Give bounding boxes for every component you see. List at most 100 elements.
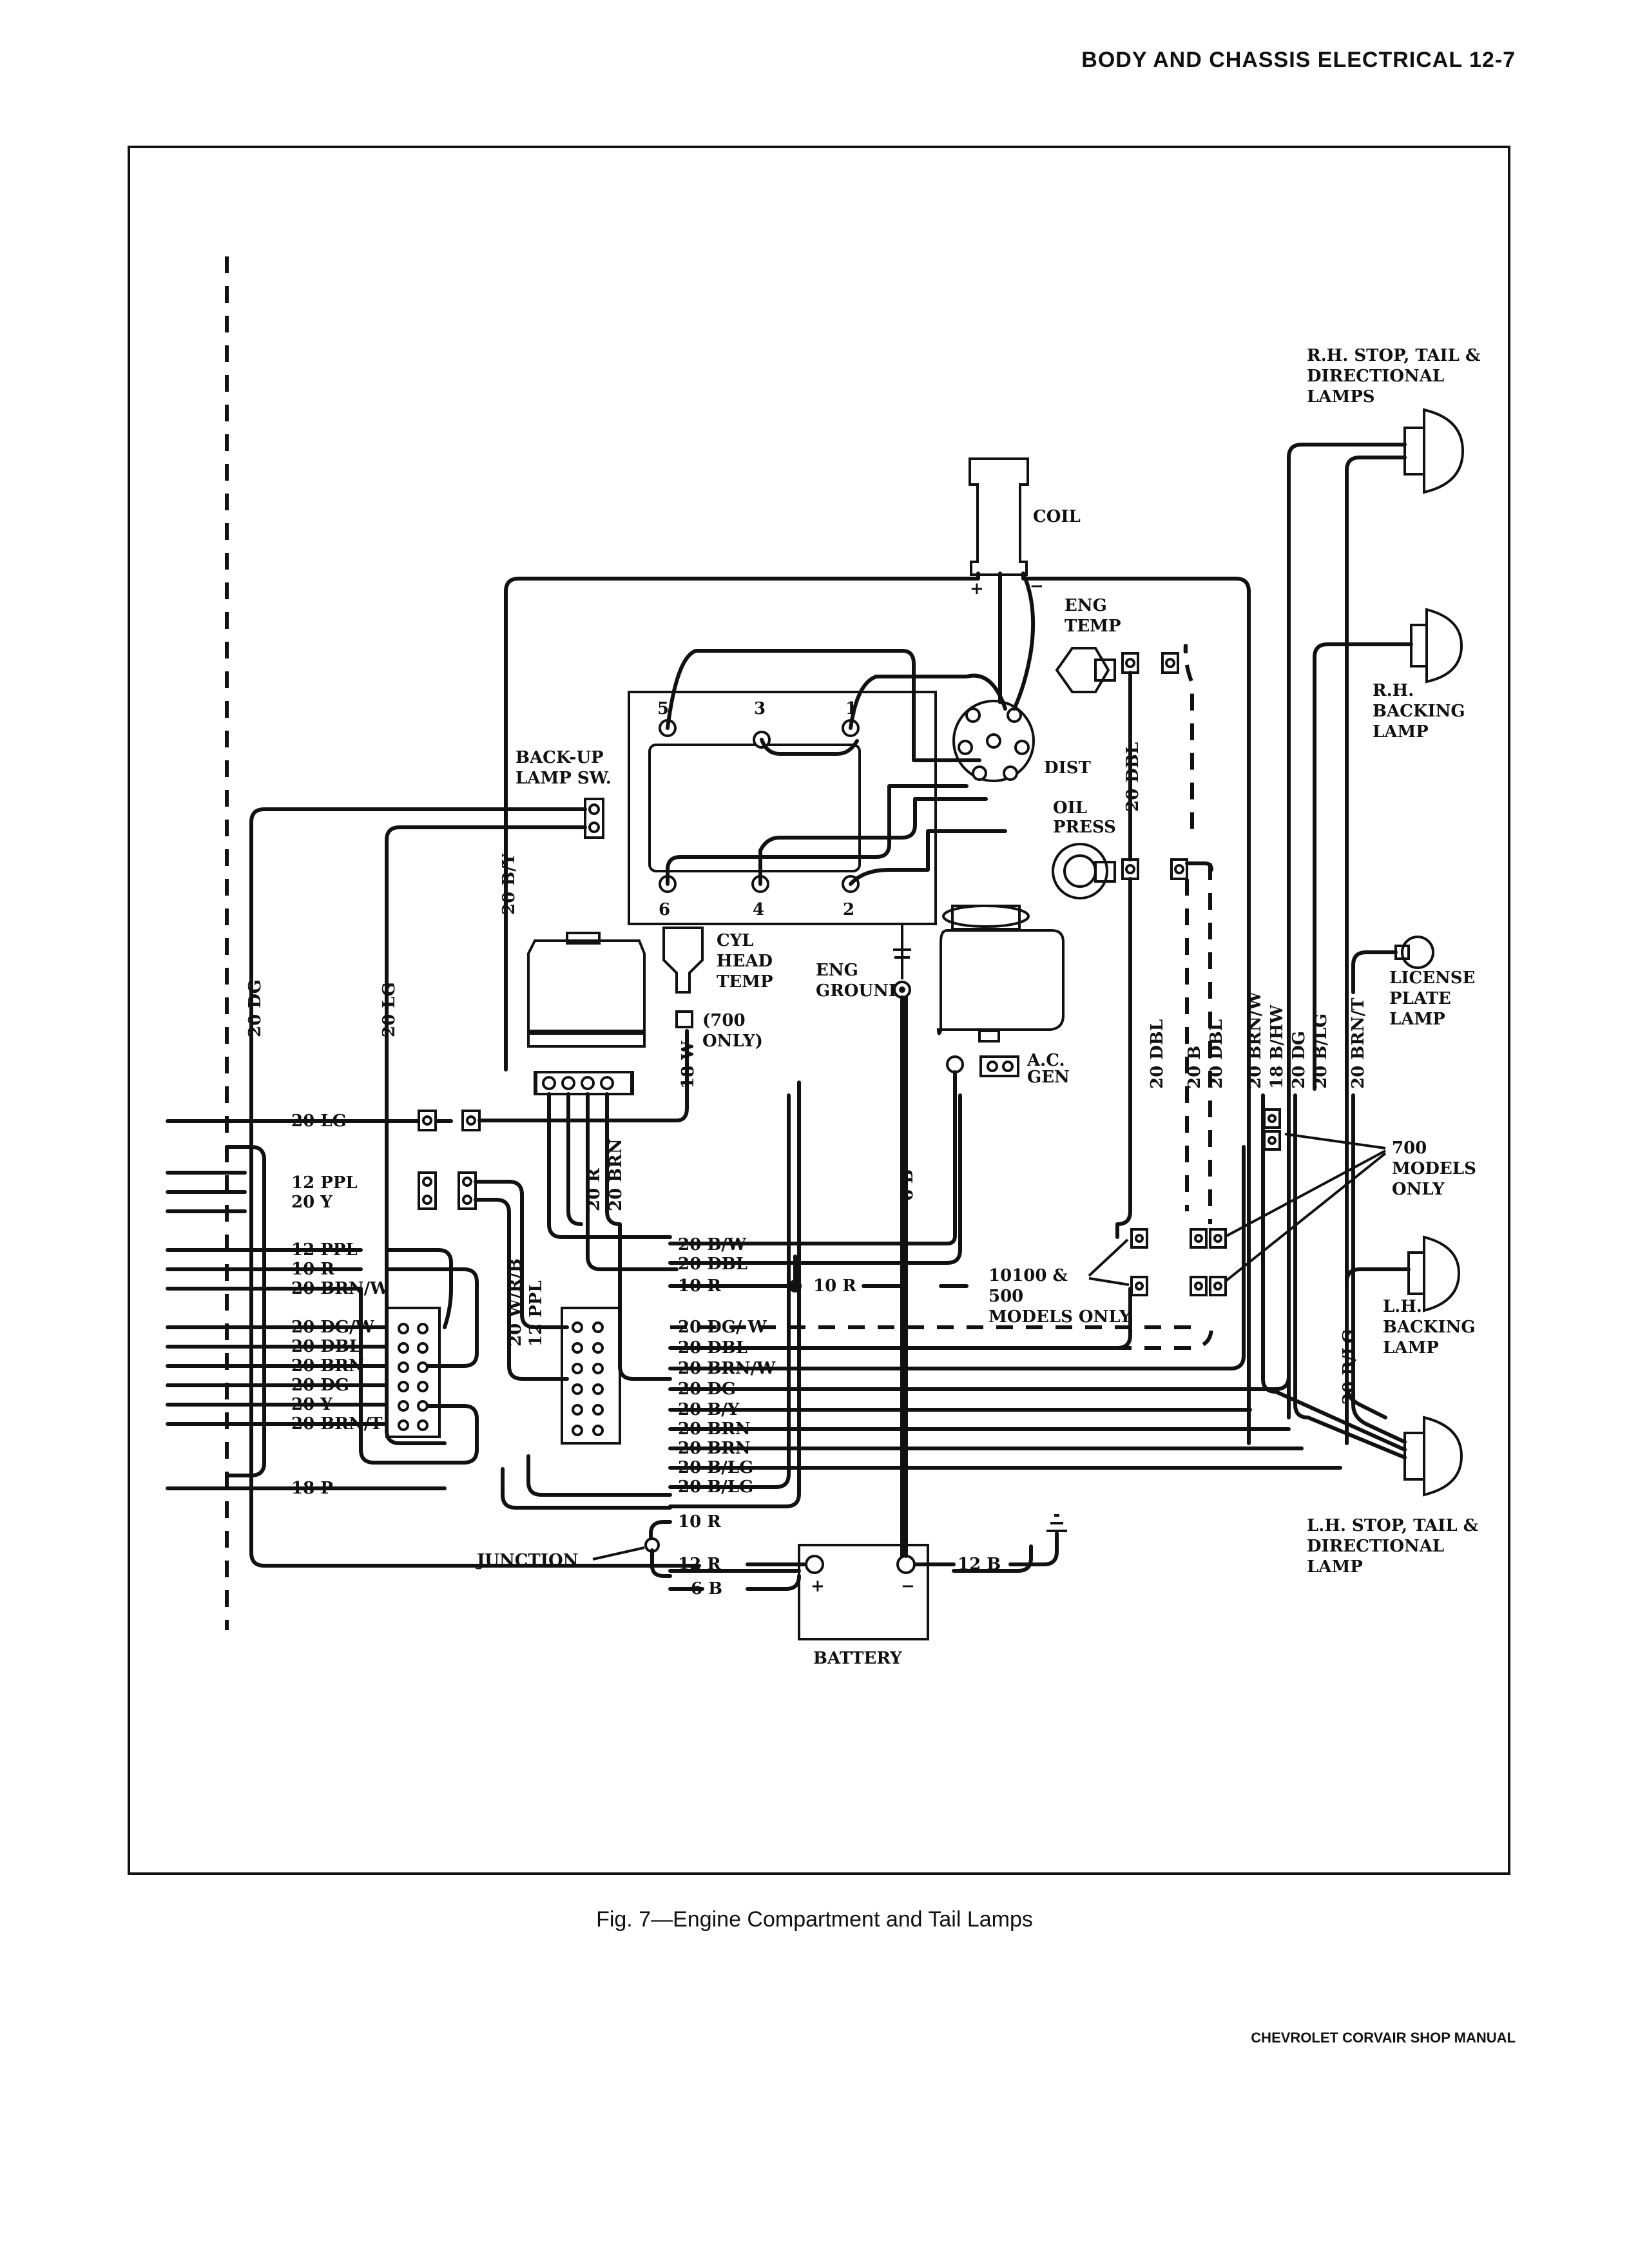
svg-text:18 P: 18 P <box>291 1479 333 1498</box>
engine-block: 5 3 1 6 4 2 <box>628 649 1007 925</box>
svg-text:20 DBL: 20 DBL <box>291 1337 361 1356</box>
svg-text:20 B/W: 20 B/W <box>678 1235 747 1254</box>
700-models-connectors: 700 MODELS ONLY <box>1130 1108 1476 1296</box>
figure-caption: Fig. 7—Engine Compartment and Tail Lamps <box>596 1907 1033 1932</box>
svg-text:10 R: 10 R <box>813 1276 856 1296</box>
rh-stop-lamp: R.H. STOP, TAIL & DIRECTIONAL LAMPS <box>1287 346 1480 1445</box>
svg-text:20 LG: 20 LG <box>291 1111 347 1131</box>
svg-text:LICENSE: LICENSE <box>1389 968 1475 988</box>
svg-text:6 B: 6 B <box>691 1579 722 1599</box>
svg-text:R.H.: R.H. <box>1373 681 1414 700</box>
lh-stop-lamp: L.H. STOP, TAIL & DIRECTIONAL LAMP <box>1307 1416 1478 1577</box>
svg-text:20 DG: 20 DG <box>291 1376 349 1395</box>
svg-text:DIRECTIONAL: DIRECTIONAL <box>1307 1537 1444 1556</box>
svg-text:BACKING: BACKING <box>1383 1318 1476 1337</box>
svg-text:20 DG/ W: 20 DG/ W <box>678 1318 767 1337</box>
left-stubs <box>166 1119 453 1490</box>
svg-text:(700: (700 <box>702 1011 746 1030</box>
distributor: DIST <box>952 572 1091 782</box>
svg-text:GEN: GEN <box>1027 1068 1070 1087</box>
svg-text:GROUND: GROUND <box>816 981 903 1001</box>
coil-label: COIL <box>1033 507 1081 526</box>
svg-text:20 Y: 20 Y <box>291 1193 333 1212</box>
svg-text:20 BRN/W: 20 BRN/W <box>1246 991 1265 1089</box>
svg-text:ENG: ENG <box>816 961 858 980</box>
svg-text:20 B/Y: 20 B/Y <box>678 1400 740 1419</box>
svg-text:DIRECTIONAL: DIRECTIONAL <box>1307 367 1444 386</box>
svg-text:20 DBL: 20 DBL <box>678 1254 747 1274</box>
svg-text:20 DBL: 20 DBL <box>1123 742 1142 812</box>
license-plate-lamp: LICENSE PLATE LAMP <box>1351 936 1475 1029</box>
svg-text:500: 500 <box>988 1287 1023 1306</box>
svg-text:20 Y: 20 Y <box>291 1395 333 1414</box>
svg-text:20 BRN: 20 BRN <box>678 1439 751 1458</box>
svg-text:20 BRN: 20 BRN <box>606 1139 626 1211</box>
svg-text:10100 &: 10100 & <box>988 1266 1068 1285</box>
eng-temp-sender: ENG TEMP <box>1055 596 1179 693</box>
svg-text:20 BRN/W: 20 BRN/W <box>678 1359 776 1378</box>
svg-text:PLATE: PLATE <box>1389 989 1451 1008</box>
svg-text:L.H. STOP, TAIL &: L.H. STOP, TAIL & <box>1307 1516 1478 1535</box>
backup-lamp-switch: BACK-UP LAMP SW. <box>249 748 701 1568</box>
cyl-6: 6 <box>659 900 670 919</box>
svg-text:CYL: CYL <box>717 931 754 950</box>
svg-text:A.C.: A.C. <box>1027 1051 1065 1070</box>
svg-text:MODELS ONLY: MODELS ONLY <box>988 1307 1132 1327</box>
diagram-frame <box>128 146 1510 1875</box>
svg-text:JUNCTION: JUNCTION <box>476 1551 578 1570</box>
wire-labels: 20 DG 20 LG 20 B/Y 20 LG 12 PPL 20 Y 12 … <box>246 742 1368 1599</box>
voltage-regulator <box>527 932 646 1095</box>
lh-backing-lamp: L.H. BACKING LAMP <box>1345 1235 1476 1419</box>
svg-text:+: + <box>811 1577 825 1596</box>
svg-text:LAMP: LAMP <box>1383 1338 1439 1358</box>
svg-text:20 DG: 20 DG <box>246 979 265 1037</box>
svg-text:12 PPL: 12 PPL <box>526 1280 546 1347</box>
svg-text:OIL: OIL <box>1053 798 1087 818</box>
svg-text:BACKING: BACKING <box>1373 702 1465 721</box>
svg-text:LAMPS: LAMPS <box>1307 387 1375 407</box>
svg-text:10 R: 10 R <box>291 1260 334 1279</box>
svg-text:LAMP SW.: LAMP SW. <box>516 769 612 788</box>
battery-label: BATTERY <box>813 1649 902 1668</box>
svg-text:20 R: 20 R <box>584 1168 604 1211</box>
svg-text:12 B: 12 B <box>958 1555 1001 1574</box>
svg-text:10 R: 10 R <box>678 1276 721 1296</box>
svg-text:MODELS: MODELS <box>1392 1159 1476 1178</box>
page-footer: CHEVROLET CORVAIR SHOP MANUAL <box>1251 2030 1516 2046</box>
oil-press-sender: OIL PRESS <box>1052 798 1188 899</box>
svg-text:20 BRN/T: 20 BRN/T <box>1349 997 1368 1089</box>
cyl-4: 4 <box>753 900 764 919</box>
svg-text:20 BRN/T: 20 BRN/T <box>291 1414 383 1434</box>
coil: COIL + − <box>969 457 1081 599</box>
svg-text:20 DBL: 20 DBL <box>1207 1019 1226 1089</box>
svg-text:LAMP: LAMP <box>1307 1557 1363 1577</box>
svg-text:6 B: 6 B <box>898 1169 917 1201</box>
cyl-head-temp-sender: CYL HEAD TEMP (700 ONLY) <box>662 927 773 1051</box>
svg-text:20 LG: 20 LG <box>380 982 399 1037</box>
svg-text:700: 700 <box>1392 1139 1427 1158</box>
harness-lines <box>649 995 1342 1591</box>
svg-text:LAMP: LAMP <box>1373 722 1429 742</box>
svg-text:L.H.: L.H. <box>1383 1297 1422 1316</box>
page-header: BODY AND CHASSIS ELECTRICAL 12-7 <box>1081 48 1516 72</box>
svg-text:20 B/LG: 20 B/LG <box>678 1477 753 1497</box>
svg-text:12 PPL: 12 PPL <box>291 1173 358 1193</box>
junction: JUNCTION <box>476 1537 672 1578</box>
svg-text:20 B/LG: 20 B/LG <box>678 1458 753 1477</box>
svg-text:ONLY: ONLY <box>1392 1180 1445 1199</box>
svg-text:20 BRN: 20 BRN <box>291 1356 364 1376</box>
cyl-2: 2 <box>843 900 854 919</box>
svg-text:20 B/Y: 20 B/Y <box>499 853 519 915</box>
svg-text:ONLY): ONLY) <box>702 1032 763 1051</box>
coil-plus: + <box>970 579 984 599</box>
svg-text:20 DG/W: 20 DG/W <box>291 1318 374 1337</box>
harness-top <box>504 572 980 1072</box>
svg-text:HEAD: HEAD <box>717 952 773 971</box>
svg-text:TEMP: TEMP <box>1065 617 1121 636</box>
coil-minus: − <box>1030 577 1044 596</box>
svg-text:20 W/R/B: 20 W/R/B <box>506 1258 525 1347</box>
svg-text:20 DBL: 20 DBL <box>1148 1019 1167 1089</box>
svg-text:20 BRN/W: 20 BRN/W <box>291 1279 389 1298</box>
battery: + − BATTERY <box>746 995 1067 1668</box>
